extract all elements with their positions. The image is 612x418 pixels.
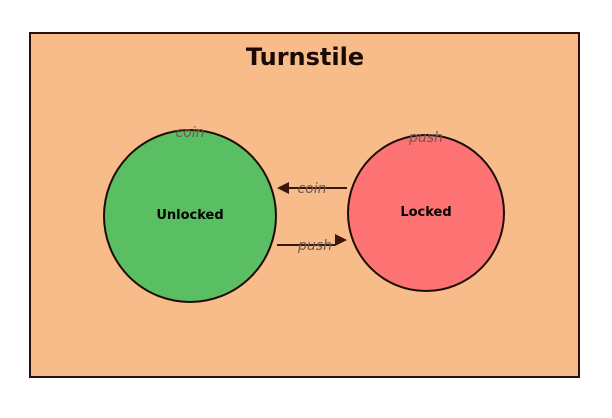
state-locked: Locked: [347, 134, 505, 292]
arrowhead-right-icon: [335, 234, 347, 246]
transition-locked-to-unlocked: coin: [277, 181, 347, 197]
transition-locked-self-label: push: [408, 130, 443, 146]
state-unlocked: Unlocked: [103, 129, 277, 303]
state-locked-label: Locked: [400, 205, 451, 220]
state-locked-circle: [347, 134, 505, 292]
state-unlocked-label: Unlocked: [156, 208, 223, 223]
arrowhead-left-icon: [277, 182, 289, 194]
transition-unlocked-self-label: coin: [175, 125, 204, 141]
state-unlocked-circle: [103, 129, 277, 303]
diagram-title: Turnstile: [246, 43, 364, 71]
transition-locked-to-unlocked-label: coin: [297, 181, 326, 197]
transition-unlocked-to-locked-label: push: [297, 238, 332, 254]
transition-unlocked-to-locked: push: [277, 234, 347, 254]
